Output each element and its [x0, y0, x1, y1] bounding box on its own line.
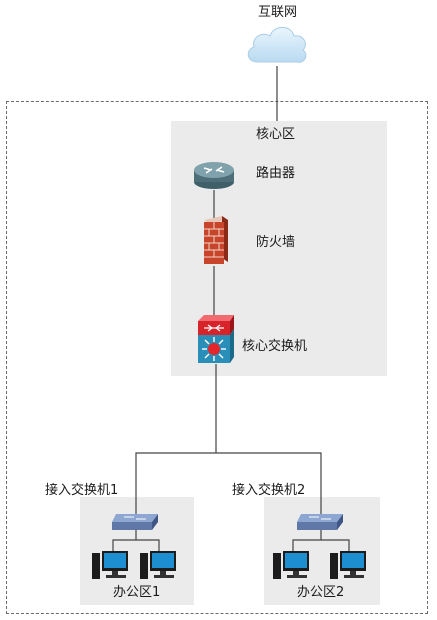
- firewall-label: 防火墙: [256, 235, 296, 250]
- desktop-pc-icon: [273, 551, 309, 579]
- router-icon: [194, 162, 234, 189]
- layer3-switch-icon: [198, 315, 234, 363]
- switch-icon: [297, 514, 343, 530]
- network-boundary: [6, 101, 428, 614]
- access-switch-2-label: 接入交换机2: [232, 483, 306, 498]
- core-switch-label: 核心交换机: [242, 339, 308, 354]
- router-label: 路由器: [256, 166, 296, 181]
- internet-label: 互联网: [258, 5, 298, 20]
- access-switch-1-label: 接入交换机1: [45, 483, 119, 498]
- firewall-icon: [204, 216, 228, 264]
- cloud-icon: [247, 26, 307, 63]
- office-zone-1-label: 办公区1: [113, 585, 161, 600]
- desktop-pc-icon: [92, 551, 128, 579]
- desktop-pc-icon: [140, 551, 176, 579]
- switch-icon: [112, 514, 158, 530]
- desktop-pc-icon: [330, 551, 366, 579]
- core-zone-label: 核心区: [256, 127, 296, 142]
- link-distribution-bus: [135, 452, 322, 497]
- office-zone-2-label: 办公区2: [297, 585, 345, 600]
